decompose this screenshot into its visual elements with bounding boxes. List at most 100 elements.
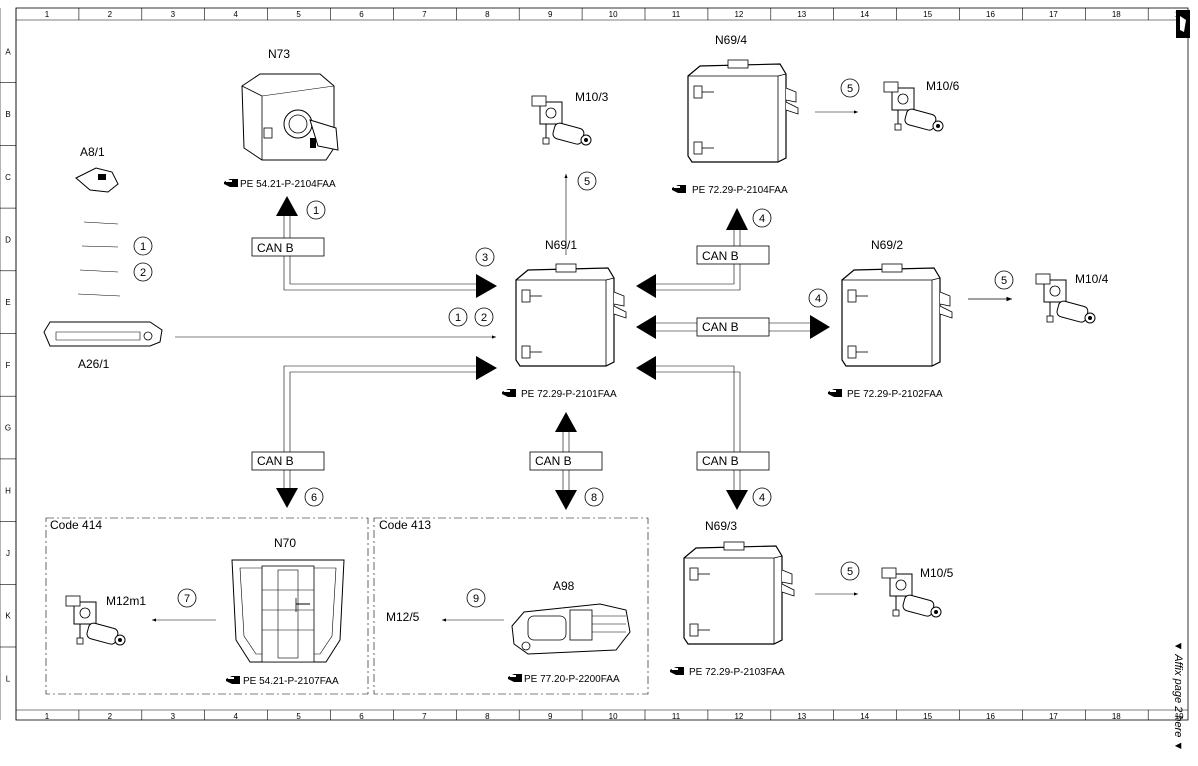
callout-2: 2 <box>474 307 494 327</box>
m10-5-label: M10/5 <box>920 566 954 580</box>
grid-row-label: C <box>5 173 11 182</box>
grid-column-label-bottom: 7 <box>422 712 427 721</box>
m10-3-motor: M10/3 <box>531 90 609 146</box>
grid-row-label: J <box>6 549 10 558</box>
grid-column-label-bottom: 13 <box>797 712 806 721</box>
a8-1-transmitter-key: A8/1 <box>75 145 121 297</box>
can-b-box-n69-4: CAN B <box>696 245 770 265</box>
grid-column-label: 5 <box>296 10 301 19</box>
grid-column-label-bottom: 16 <box>986 712 995 721</box>
n73-ignition-switch: N73 PE 54.21-P-2104FAA <box>224 47 339 190</box>
m10-6-motor: M10/6 <box>883 79 960 132</box>
n69-2-module: N69/2 PE 72.29-P-2102FAA <box>828 238 953 400</box>
grid-column-label-bottom: 1 <box>45 712 50 721</box>
can-b-box-a98: CAN B <box>529 451 603 471</box>
svg-text:5: 5 <box>847 566 853 578</box>
code-areas: Code 414 Code 413 <box>45 517 649 695</box>
can-b-label: CAN B <box>702 320 739 334</box>
grid-column-label-bottom: 2 <box>108 712 113 721</box>
can-b-label: CAN B <box>257 454 294 468</box>
grid-column-label: 14 <box>860 10 869 19</box>
callout-numbers: 1 2 1 3 1 2 5 4 5 4 5 6 8 4 5 7 9 <box>133 78 1014 608</box>
grid-column-label-bottom: 12 <box>734 712 743 721</box>
n73-ref: PE 54.21-P-2104FAA <box>240 179 336 190</box>
can-b-boxes: CAN B CAN B CAN B CAN B CAN B CAN B <box>251 237 770 471</box>
grid-column-label: 1 <box>45 10 50 19</box>
n69-1-ref: PE 72.29-P-2101FAA <box>521 389 617 400</box>
svg-text:1: 1 <box>140 241 146 253</box>
svg-text:2: 2 <box>140 267 146 279</box>
can-b-box-n70: CAN B <box>251 451 325 471</box>
grid-column-label-bottom: 14 <box>860 712 869 721</box>
m12m1-motor: M12m1 <box>65 594 146 646</box>
a26-1-door-handle: A26/1 <box>43 321 163 371</box>
grid-column-label: 2 <box>108 10 113 19</box>
arrowheads <box>276 196 830 510</box>
grid-row-label: G <box>5 424 11 433</box>
n73-label: N73 <box>268 47 290 61</box>
can-b-label: CAN B <box>257 241 294 255</box>
svg-text:5: 5 <box>1001 275 1007 287</box>
a98-label: A98 <box>553 579 575 593</box>
callout-6: 6 <box>304 487 324 507</box>
n69-3-label: N69/3 <box>705 519 737 533</box>
a98-ref: PE 77.20-P-2200FAA <box>524 674 620 685</box>
grid-column-label: 12 <box>734 10 743 19</box>
n70-overhead-control-panel: N70 PE 54.21-P-2107FAA <box>226 536 345 687</box>
svg-text:4: 4 <box>759 213 765 225</box>
grid-row-label: F <box>6 361 11 370</box>
grid-column-label: 13 <box>797 10 806 19</box>
callout-5: 5 <box>994 270 1014 290</box>
n69-4-ref: PE 72.29-P-2104FAA <box>692 185 788 196</box>
n69-3-module: N69/3 PE 72.29-P-2103FAA <box>670 519 795 678</box>
grid-frame: 1122334455667788991010111112121313141415… <box>0 7 1189 721</box>
svg-text:8: 8 <box>591 492 597 504</box>
svg-text:7: 7 <box>184 593 190 605</box>
m10-3-label: M10/3 <box>575 90 609 104</box>
grid-column-label-bottom: 17 <box>1049 712 1058 721</box>
grid-column-label-bottom: 10 <box>609 712 618 721</box>
grid-column-label: 18 <box>1112 10 1121 19</box>
grid-column-label-bottom: 15 <box>923 712 932 721</box>
grid-row-label: L <box>6 674 11 683</box>
m12-5-label: M12/5 <box>386 610 420 624</box>
callout-1: 1 <box>306 200 326 220</box>
n69-4-label: N69/4 <box>715 33 747 47</box>
can-b-label: CAN B <box>535 454 572 468</box>
grid-row-label: A <box>5 47 11 56</box>
can-b-label: CAN B <box>702 249 739 263</box>
a98-sliding-roof-module: A98 PE 77.20-P-2200FAA <box>508 579 631 685</box>
code-414-label: Code 414 <box>50 518 102 532</box>
n70-label: N70 <box>274 536 296 550</box>
callout-5: 5 <box>840 78 860 98</box>
grid-column-label-bottom: 18 <box>1112 712 1121 721</box>
svg-text:5: 5 <box>847 83 853 95</box>
a8-1-label: A8/1 <box>80 145 105 159</box>
n69-2-label: N69/2 <box>871 238 903 252</box>
grid-column-label: 15 <box>923 10 932 19</box>
grid-column-label: 9 <box>548 10 553 19</box>
code-413-label: Code 413 <box>379 518 431 532</box>
can-b-box-n73: CAN B <box>251 237 325 257</box>
svg-text:9: 9 <box>473 593 479 605</box>
callout-4: 4 <box>752 487 772 507</box>
grid-column-label: 3 <box>171 10 176 19</box>
grid-column-label-bottom: 6 <box>359 712 364 721</box>
m10-4-label: M10/4 <box>1075 272 1109 286</box>
grid-row-label: E <box>5 298 10 307</box>
can-b-box-n69-2: CAN B <box>696 317 770 337</box>
grid-column-label-bottom: 9 <box>548 712 553 721</box>
m10-5-motor: M10/5 <box>881 566 954 618</box>
n69-3-ref: PE 72.29-P-2103FAA <box>689 667 785 678</box>
can-b-box-n69-3: CAN B <box>696 451 770 471</box>
grid-column-label-bottom: 8 <box>485 712 490 721</box>
callout-4: 4 <box>752 208 772 228</box>
a26-1-label: A26/1 <box>78 357 110 371</box>
grid-column-label: 7 <box>422 10 427 19</box>
svg-text:1: 1 <box>313 205 319 217</box>
grid-column-label-bottom: 19 <box>1175 712 1184 721</box>
svg-text:1: 1 <box>455 312 461 324</box>
svg-text:5: 5 <box>584 176 590 188</box>
page-corner-icon <box>1176 10 1190 38</box>
